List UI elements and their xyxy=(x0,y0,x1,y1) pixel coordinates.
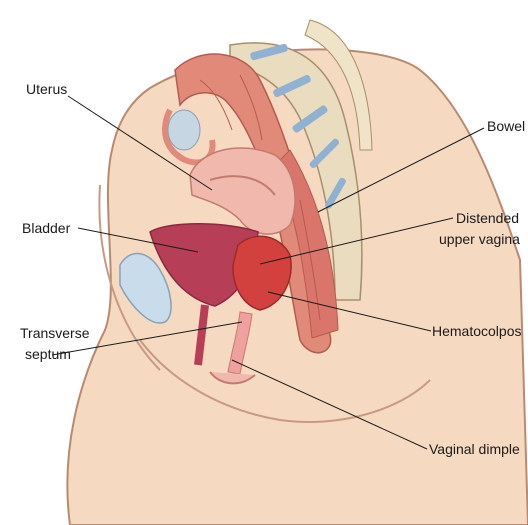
label-bowel: Bowel xyxy=(487,118,525,134)
label-bladder: Bladder xyxy=(22,220,71,236)
label-vaginal-dimple: Vaginal dimple xyxy=(429,441,520,457)
label-distended-line2: upper vagina xyxy=(439,231,520,247)
label-transverse-line1: Transverse xyxy=(20,325,90,341)
label-uterus: Uterus xyxy=(26,81,67,97)
label-transverse-line2: septum xyxy=(25,346,71,362)
label-hematocolpos: Hematocolpos xyxy=(432,323,522,339)
label-distended-line1: Distended xyxy=(456,210,519,226)
ovary-body xyxy=(168,110,200,150)
